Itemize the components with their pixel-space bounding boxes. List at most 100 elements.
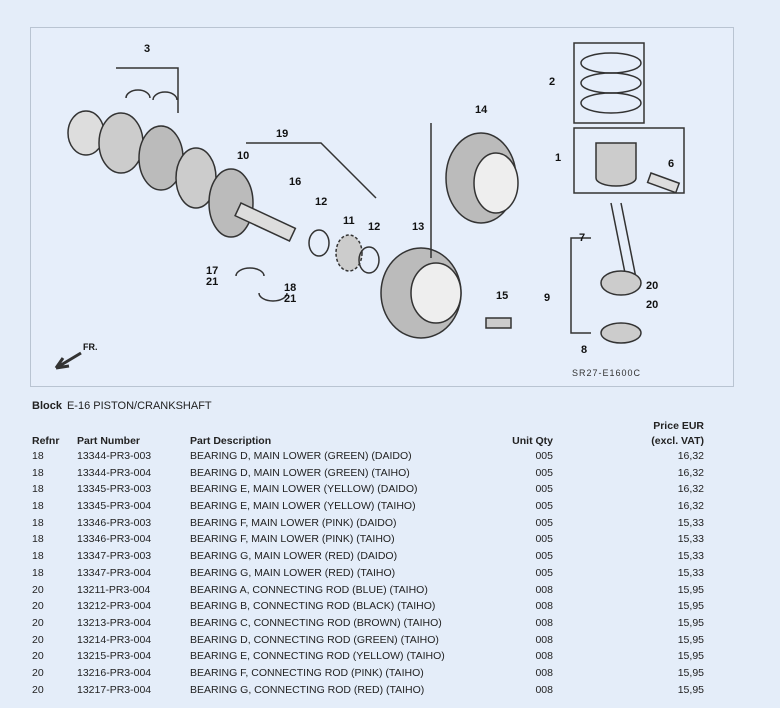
- description-cell: BEARING G, CONNECTING ROD (RED) (TAIHO): [190, 683, 425, 696]
- price-cell: 15,95: [677, 650, 704, 663]
- part-number-cell: 13347-PR3-003: [77, 550, 152, 563]
- callout-label[interactable]: 11: [343, 215, 355, 227]
- description-cell: BEARING G, MAIN LOWER (RED) (DAIDO): [190, 550, 398, 563]
- part-number-cell: 13215-PR3-004: [77, 650, 152, 663]
- price-cell: 16,32: [677, 450, 704, 462]
- header-refnr: Refnr: [32, 435, 60, 447]
- callout-label[interactable]: 7: [579, 232, 586, 244]
- parts-table: Refnr Part Number Part Description Unit …: [32, 418, 704, 700]
- price-cell: 15,95: [677, 583, 704, 596]
- callout-label[interactable]: 9: [544, 292, 551, 304]
- callout-label[interactable]: 14: [475, 104, 488, 116]
- refnr-cell: 20: [32, 666, 44, 679]
- part-number-cell: 13347-PR3-004: [77, 566, 152, 579]
- refnr-cell: 20: [32, 683, 44, 696]
- unit-qty-cell: 008: [535, 666, 553, 679]
- callout-label[interactable]: 17: [206, 265, 219, 277]
- refnr-cell: 18: [32, 450, 44, 462]
- callout-label[interactable]: 1: [555, 152, 562, 164]
- unit-qty-cell: 008: [535, 583, 553, 596]
- price-cell: 15,95: [677, 633, 704, 646]
- price-cell: 15,95: [677, 600, 704, 613]
- callout-label[interactable]: 3: [144, 43, 151, 55]
- refnr-cell: 20: [32, 633, 44, 646]
- description-cell: BEARING A, CONNECTING ROD (BLUE) (TAIHO): [190, 583, 428, 596]
- refnr-cell: 20: [32, 650, 44, 663]
- part-number-cell: 13212-PR3-004: [77, 600, 152, 613]
- callout-label[interactable]: 8: [581, 344, 588, 356]
- callout-label[interactable]: 15: [496, 290, 509, 302]
- crankshaft-drawing: [67, 110, 297, 243]
- price-cell: 15,33: [677, 566, 704, 579]
- refnr-cell: 20: [32, 600, 44, 613]
- refnr-cell: 18: [32, 550, 44, 563]
- callout-label[interactable]: 20: [646, 280, 659, 292]
- refnr-cell: 18: [32, 566, 44, 579]
- callout-label[interactable]: 10: [237, 150, 250, 162]
- unit-qty-cell: 005: [535, 466, 553, 479]
- refnr-cell: 18: [32, 500, 44, 513]
- unit-qty-cell: 005: [535, 500, 553, 513]
- block-name: E-16 PISTON/CRANKSHAFT: [66, 400, 212, 412]
- callout-label[interactable]: 16: [289, 176, 302, 188]
- part-number-cell: 13346-PR3-003: [77, 516, 152, 529]
- description-cell: BEARING F, MAIN LOWER (PINK) (TAIHO): [190, 533, 395, 546]
- description-cell: BEARING F, MAIN LOWER (PINK) (DAIDO): [190, 516, 397, 529]
- callout-label[interactable]: 20: [646, 299, 659, 311]
- unit-qty-cell: 005: [535, 566, 553, 579]
- unit-qty-cell: 005: [535, 533, 553, 546]
- diagram-code: SR27-E1600C: [572, 368, 642, 378]
- description-cell: BEARING F, CONNECTING ROD (PINK) (TAIHO): [190, 666, 424, 679]
- header-price-line2: (excl. VAT): [651, 435, 704, 447]
- callout-label[interactable]: 12: [315, 196, 328, 208]
- table-row[interactable]: 20 13214-PR3-004 BEARING D, CONNECTING ROD…: [32, 634, 704, 651]
- header-price-line1: Price EUR: [653, 420, 704, 432]
- unit-qty-cell: 008: [535, 616, 553, 629]
- callout-label[interactable]: 13: [412, 221, 425, 233]
- description-cell: BEARING G, MAIN LOWER (RED) (TAIHO): [190, 566, 396, 579]
- exploded-view-drawing: [54, 42, 685, 370]
- callout-label[interactable]: 21: [206, 276, 219, 288]
- unit-qty-cell: 005: [535, 483, 553, 496]
- callout-label[interactable]: 2: [549, 76, 556, 88]
- part-number-cell: 13346-PR3-004: [77, 533, 152, 546]
- description-cell: BEARING E, MAIN LOWER (YELLOW) (TAIHO): [190, 500, 416, 513]
- table-row[interactable]: 18 13346-PR3-003 BEARING F, MAIN LOWER (PI…: [32, 517, 704, 534]
- price-cell: 15,95: [677, 616, 704, 629]
- part-number-cell: 13344-PR3-004: [77, 466, 152, 479]
- callout-label[interactable]: 12: [368, 221, 381, 233]
- price-cell: 15,33: [677, 516, 704, 529]
- callout-label[interactable]: 21: [284, 293, 297, 305]
- header-part-number: Part Number: [77, 435, 141, 447]
- refnr-cell: 18: [32, 516, 44, 529]
- part-number-cell: 13211-PR3-004: [77, 583, 151, 596]
- unit-qty-cell: 005: [535, 550, 553, 563]
- table-row[interactable]: 18 13347-PR3-004 BEARING G, MAIN LOWER (RE…: [32, 567, 704, 584]
- callout-label[interactable]: 18: [284, 282, 297, 294]
- table-row[interactable]: 18 13347-PR3-003 BEARING G, MAIN LOWER (RE…: [32, 550, 704, 567]
- part-number-cell: 13344-PR3-003: [77, 450, 152, 462]
- part-number-cell: 13214-PR3-004: [77, 633, 152, 646]
- refnr-cell: 20: [32, 616, 44, 629]
- table-header: Refnr Part Number Part Description Unit …: [32, 418, 704, 450]
- callout-label[interactable]: 6: [668, 158, 675, 170]
- description-cell: BEARING D, CONNECTING ROD (GREEN) (TAIHO…: [190, 633, 439, 646]
- header-unit-qty: Unit Qty: [512, 435, 553, 447]
- price-cell: 15,95: [677, 666, 704, 679]
- callout-label[interactable]: 19: [276, 128, 289, 140]
